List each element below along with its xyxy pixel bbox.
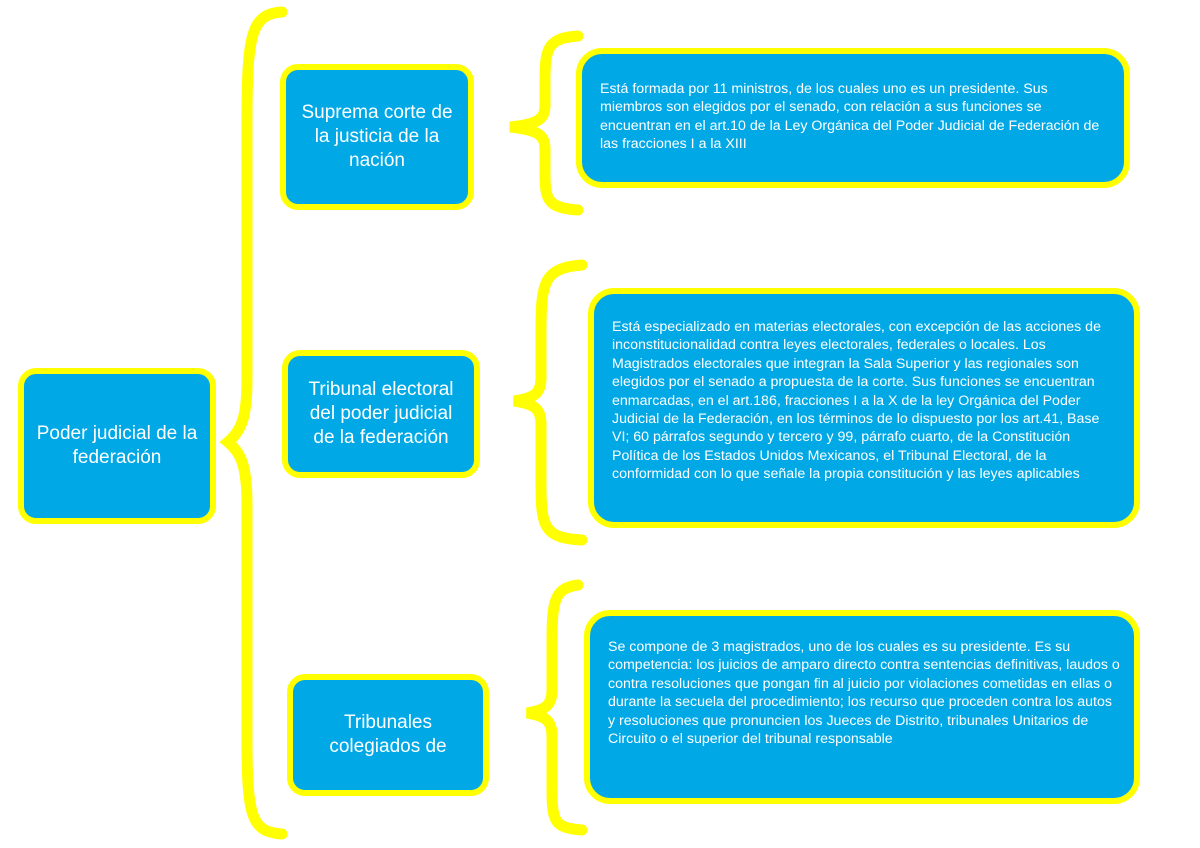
description-tribunales-colegiados: Se compone de 3 magistrados, uno de los …: [584, 610, 1140, 804]
bracket-tribunales-colegiados: [526, 579, 588, 836]
description-suprema-corte: Está formada por 11 ministros, de los cu…: [576, 48, 1130, 188]
main-bracket: [219, 6, 288, 840]
branch-title: Tribunal electoral del poder judicial de…: [308, 379, 454, 448]
root-node: Poder judicial de la federación: [18, 368, 216, 524]
description-text: Se compone de 3 magistrados, uno de los …: [608, 639, 1120, 748]
bracket-tribunal-electoral: [513, 259, 588, 546]
description-text: Está formada por 11 ministros, de los cu…: [600, 81, 1100, 153]
branch-title: Tribunales colegiados de: [329, 712, 447, 757]
bracket-suprema: [509, 30, 584, 216]
branch-title: Suprema corte de la justicia de la nació…: [301, 102, 453, 171]
branch-node-suprema-corte: Suprema corte de la justicia de la nació…: [280, 64, 474, 210]
root-label: Poder judicial de la federación: [36, 423, 198, 468]
branch-node-tribunales-colegiados: Tribunales colegiados de: [287, 674, 489, 796]
description-tribunal-electoral: Está especializado en materias electoral…: [588, 288, 1140, 528]
description-text: Está especializado en materias electoral…: [612, 319, 1101, 483]
branch-node-tribunal-electoral: Tribunal electoral del poder judicial de…: [282, 350, 480, 478]
